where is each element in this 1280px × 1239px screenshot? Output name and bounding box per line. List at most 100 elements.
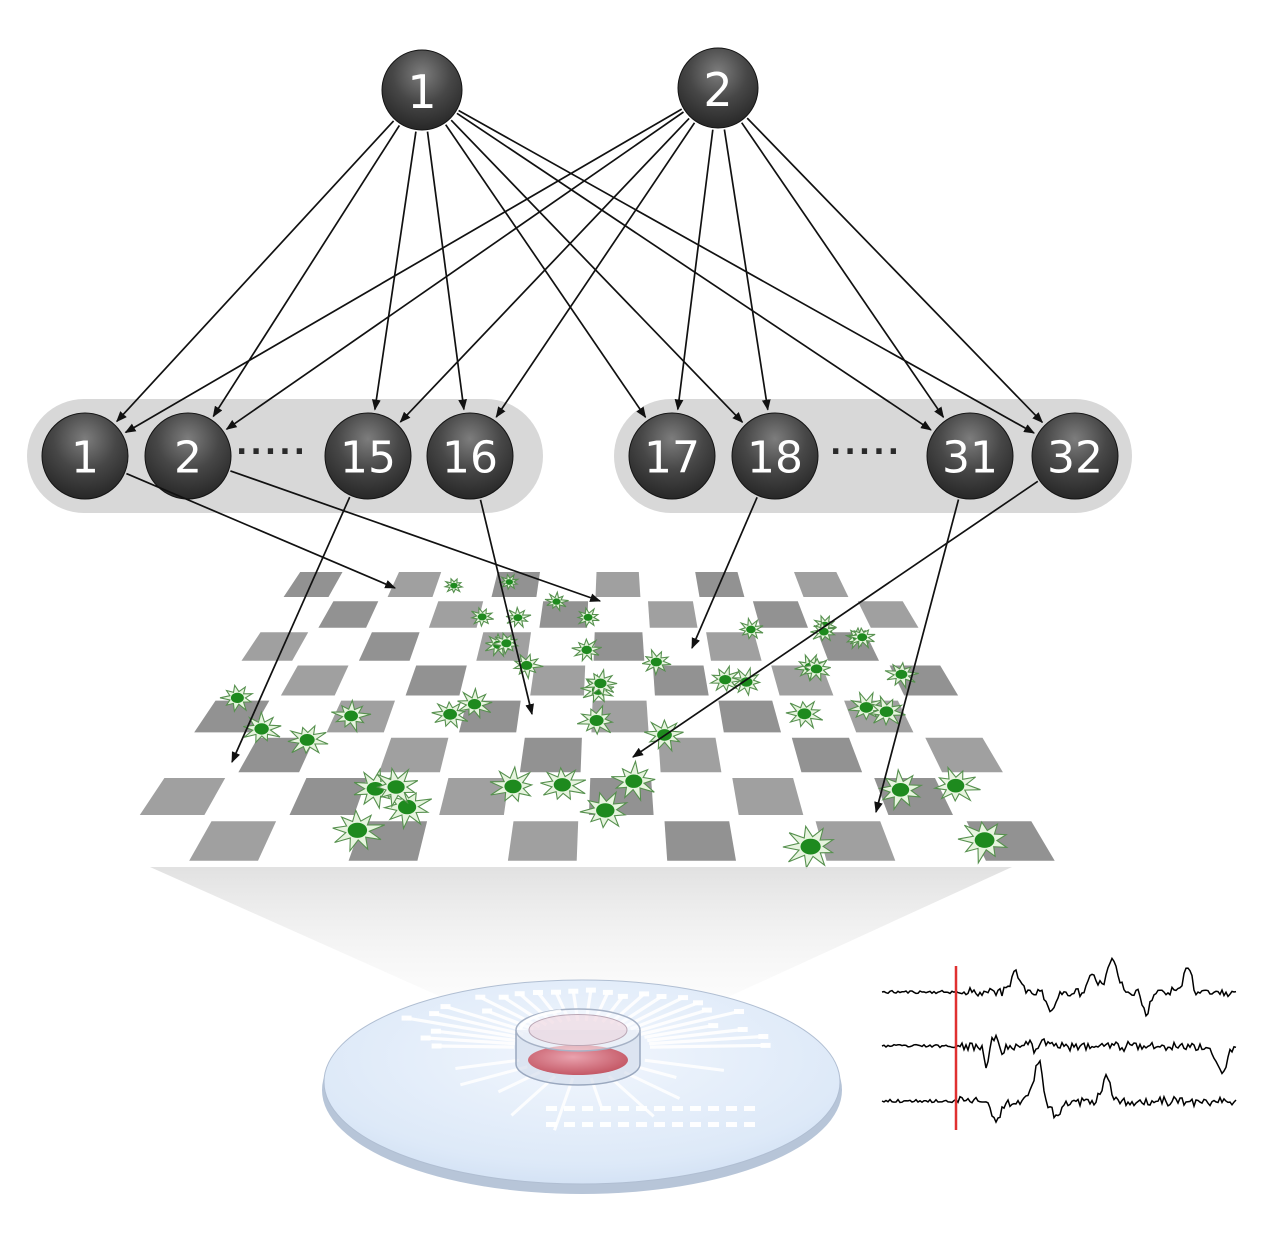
neuron-cell — [544, 590, 569, 613]
neuron-cell — [782, 824, 836, 870]
channel-arrow-c32 — [632, 480, 1039, 758]
electrode-pad — [387, 572, 442, 597]
channel-node-31-label: 31 — [942, 433, 998, 484]
electrode-pad — [815, 821, 896, 861]
electrode-pad — [591, 700, 649, 733]
channel-arrow-c16 — [479, 499, 534, 716]
electrode-pad — [428, 601, 484, 628]
stimulus-node-2-circle — [677, 47, 759, 129]
electrode-pad — [507, 821, 579, 861]
neuron-cell — [571, 637, 602, 663]
channel-node-18: 18 — [731, 412, 819, 500]
spike-trace-panel — [881, 956, 1237, 1130]
channel-node-17-circle — [628, 412, 716, 500]
channel-node-32-circle — [1031, 412, 1119, 500]
stimulus-arrow-s1-c15 — [371, 131, 417, 411]
electrode-pad — [280, 665, 349, 696]
electrode-pad — [658, 737, 722, 773]
electrode-pad — [439, 778, 510, 815]
electrode-pad — [189, 821, 277, 861]
neuron-cell — [867, 694, 906, 727]
neuron-cell — [489, 765, 534, 803]
channel-node-15-circle — [324, 412, 412, 500]
neuron-cell — [785, 700, 824, 730]
electrode-array-grid — [139, 572, 1055, 870]
neuron-cell — [957, 820, 1009, 865]
channel-node-1-circle — [41, 412, 129, 500]
electrode-pad — [595, 572, 641, 597]
stimulus-arrow-s1-c1 — [116, 120, 395, 423]
channel-arrow-c2 — [230, 470, 602, 602]
neuron-cell — [498, 573, 520, 591]
neuron-cell — [287, 724, 329, 755]
channel-node-16: 16 — [426, 412, 514, 500]
stimulus-arrow-s2-c32 — [746, 117, 1044, 424]
channel-ellipsis-2: ····· — [830, 435, 902, 470]
neuron-cell — [332, 808, 386, 853]
stimulus-arrow-s2-c18 — [723, 129, 771, 411]
electrode-pad — [139, 778, 226, 815]
electrode-pad — [379, 737, 449, 773]
neuron-cell — [708, 664, 742, 693]
channel-node-17-label: 17 — [644, 433, 700, 484]
neuron-cell — [576, 606, 600, 628]
node-layer: 1 2 1 2 ····· 15 16 17 18 — [41, 47, 1119, 500]
stimulus-arrow-s1-c2 — [212, 124, 401, 418]
electrode-pad — [539, 601, 589, 628]
stimulus-arrow-s2-c16 — [495, 122, 696, 418]
neuron-cell — [576, 704, 615, 736]
neuron-cell — [457, 686, 493, 720]
stimulus-node-1: 1 — [381, 49, 463, 131]
neuron-cell — [443, 577, 465, 594]
neuron-cell — [331, 698, 372, 734]
electrode-pad — [593, 632, 645, 661]
channel-node-15-label: 15 — [340, 433, 396, 484]
channel-node-32: 32 — [1031, 412, 1119, 500]
channel-arrow-c15 — [231, 496, 351, 764]
stimulus-arrow-s2-c17 — [674, 129, 714, 411]
stimulus-arrow-s2-c2 — [225, 111, 684, 430]
electrode-pad — [648, 601, 698, 628]
culture-chamber — [515, 1008, 641, 1086]
projection-cone — [150, 867, 1012, 1008]
neuron-cell — [610, 759, 656, 803]
stimulus-arrow-s2-c1 — [124, 108, 683, 434]
stimulus-arrow-s2-c15 — [399, 117, 690, 423]
electrode-pad — [652, 665, 709, 696]
channel-node-2: 2 — [144, 412, 232, 500]
stimulus-node-2: 2 — [677, 47, 759, 129]
channel-node-18-circle — [731, 412, 819, 500]
channel-node-16-circle — [426, 412, 514, 500]
electrode-pad — [791, 737, 863, 773]
neuron-cell — [848, 626, 876, 650]
channel-node-1: 1 — [41, 412, 129, 500]
neuron-cell — [505, 605, 532, 629]
neuron-cell — [884, 661, 919, 690]
spike-trace-3 — [881, 1058, 1237, 1124]
neuron-cell — [219, 683, 255, 713]
stimulus-node-2-label: 2 — [703, 63, 732, 117]
channel-node-18-label: 18 — [747, 433, 803, 484]
channel-node-16-label: 16 — [442, 433, 498, 484]
neuron-cell — [877, 768, 924, 812]
spike-trace-1 — [881, 956, 1237, 1018]
neuron-cell — [810, 620, 838, 642]
spike-trace-2 — [881, 1033, 1237, 1075]
stimulus-arrow-s1-c16 — [426, 131, 467, 411]
channel-node-15: 15 — [324, 412, 412, 500]
electrode-pad — [752, 601, 808, 628]
electrode-pad — [241, 632, 309, 661]
stimulus-node-1-label: 1 — [407, 65, 436, 119]
neuron-cell — [375, 766, 419, 809]
channel-node-31: 31 — [926, 412, 1014, 500]
neuron-cell — [431, 700, 469, 729]
electrode-pad — [283, 572, 343, 597]
channel-node-2-label: 2 — [174, 433, 202, 484]
electrode-pad — [732, 778, 804, 815]
neuron-cell — [469, 606, 494, 628]
electrode-pad — [318, 601, 379, 628]
channel-node-1-label: 1 — [71, 433, 99, 484]
neuron-cell — [540, 766, 587, 801]
stimulus-to-channel-arrows — [116, 108, 1044, 434]
